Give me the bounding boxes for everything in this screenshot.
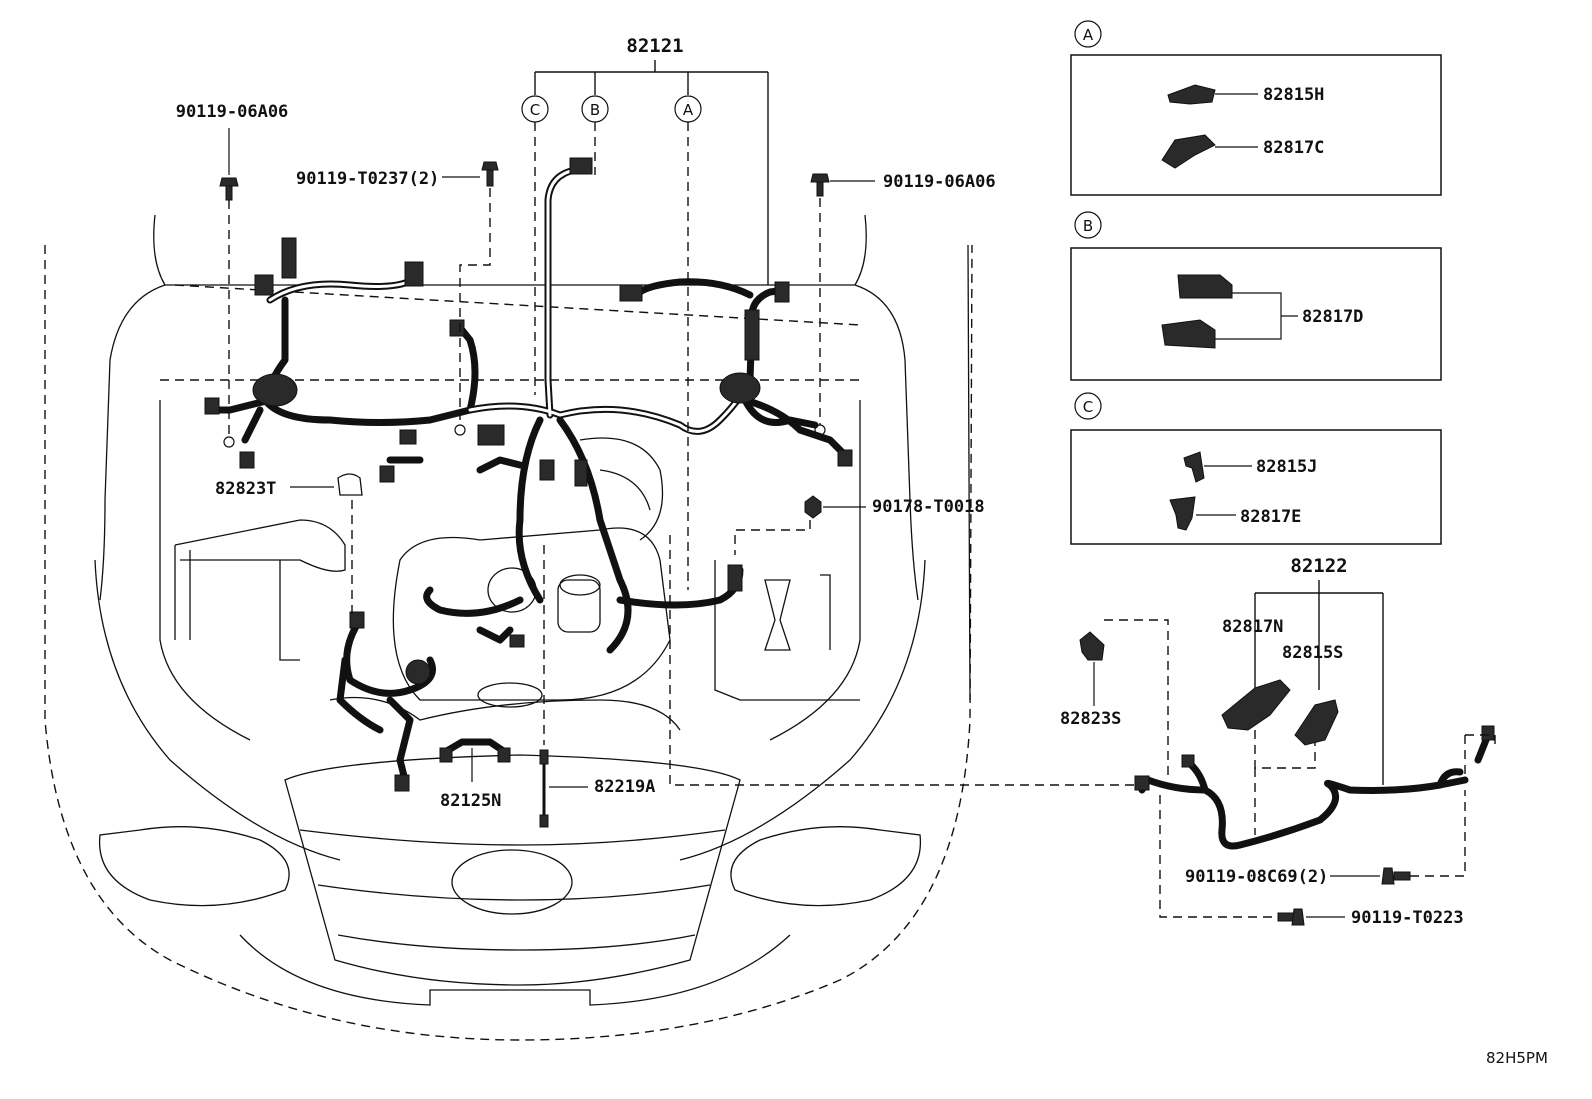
detail-b-marker: B bbox=[1074, 211, 1102, 239]
label-82823s: 82823S bbox=[1060, 709, 1121, 729]
leader-82122 bbox=[1254, 580, 1384, 835]
engine-block bbox=[174, 437, 860, 731]
detail-a-marker: A bbox=[1074, 20, 1102, 48]
label-82815s: 82815S bbox=[1282, 643, 1343, 663]
label-82121: 82121 bbox=[626, 35, 683, 57]
svg-text:B: B bbox=[590, 101, 600, 119]
connector-icon bbox=[1183, 451, 1252, 483]
label-nut: 90178-T0018 bbox=[872, 497, 985, 517]
svg-text:B: B bbox=[1083, 217, 1093, 235]
label-bolt-t0223: 90119-T0223 bbox=[1351, 908, 1464, 928]
svg-text:A: A bbox=[683, 101, 694, 119]
link-line bbox=[669, 535, 1160, 786]
connector-icon bbox=[1169, 496, 1236, 531]
connector-icon bbox=[1161, 134, 1258, 169]
relay-icon bbox=[290, 473, 363, 615]
connector-icon bbox=[1294, 699, 1339, 746]
label-82817n: 82817N bbox=[1222, 617, 1283, 637]
label-bolt-right: 90119-06A06 bbox=[883, 172, 996, 192]
label-bolt-center: 90119-T0237(2) bbox=[296, 169, 439, 189]
label-bolt-left: 90119-06A06 bbox=[176, 102, 289, 122]
leader-82121 bbox=[534, 60, 769, 590]
marker-a: A bbox=[674, 95, 702, 123]
wire-82125n-drawing bbox=[439, 738, 511, 782]
marker-b: B bbox=[581, 95, 609, 123]
bolt-icon bbox=[442, 161, 499, 436]
main-harness-drawing bbox=[204, 157, 853, 792]
detail-box-c bbox=[1070, 429, 1442, 545]
connector-icon bbox=[1221, 679, 1291, 731]
label-82219a: 82219A bbox=[594, 777, 655, 797]
marker-c: C bbox=[521, 95, 549, 123]
diagram-reference-code: 82H5PM bbox=[1486, 1049, 1548, 1067]
connector-icon bbox=[1161, 274, 1298, 349]
label-bolt-08c69: 90119-08C69(2) bbox=[1185, 867, 1328, 887]
svg-text:A: A bbox=[1083, 26, 1094, 44]
svg-text:C: C bbox=[1083, 398, 1093, 416]
label-82122: 82122 bbox=[1290, 555, 1347, 577]
detail-box-a bbox=[1070, 54, 1442, 196]
nut-icon bbox=[734, 495, 866, 555]
wire-82219a-drawing bbox=[539, 545, 588, 828]
label-82815j: 82815J bbox=[1256, 457, 1317, 477]
bolt-icon bbox=[1330, 790, 1466, 885]
clamp-icon bbox=[1079, 619, 1169, 780]
label-82817e: 82817E bbox=[1240, 507, 1301, 527]
bolt-icon bbox=[1159, 795, 1345, 926]
label-82125n: 82125N bbox=[440, 791, 501, 811]
harness-82122-drawing bbox=[1134, 725, 1496, 850]
label-82815h: 82815H bbox=[1263, 85, 1324, 105]
bolt-icon bbox=[810, 173, 875, 436]
detail-box-b bbox=[1070, 247, 1442, 381]
svg-text:C: C bbox=[530, 101, 540, 119]
label-82817d: 82817D bbox=[1302, 307, 1363, 327]
bolt-icon bbox=[219, 128, 239, 448]
vehicle-body-outline bbox=[44, 214, 973, 1041]
label-82817c: 82817C bbox=[1263, 138, 1324, 158]
connector-icon bbox=[1167, 84, 1258, 105]
detail-c-marker: C bbox=[1074, 392, 1102, 420]
label-relay: 82823T bbox=[215, 479, 276, 499]
